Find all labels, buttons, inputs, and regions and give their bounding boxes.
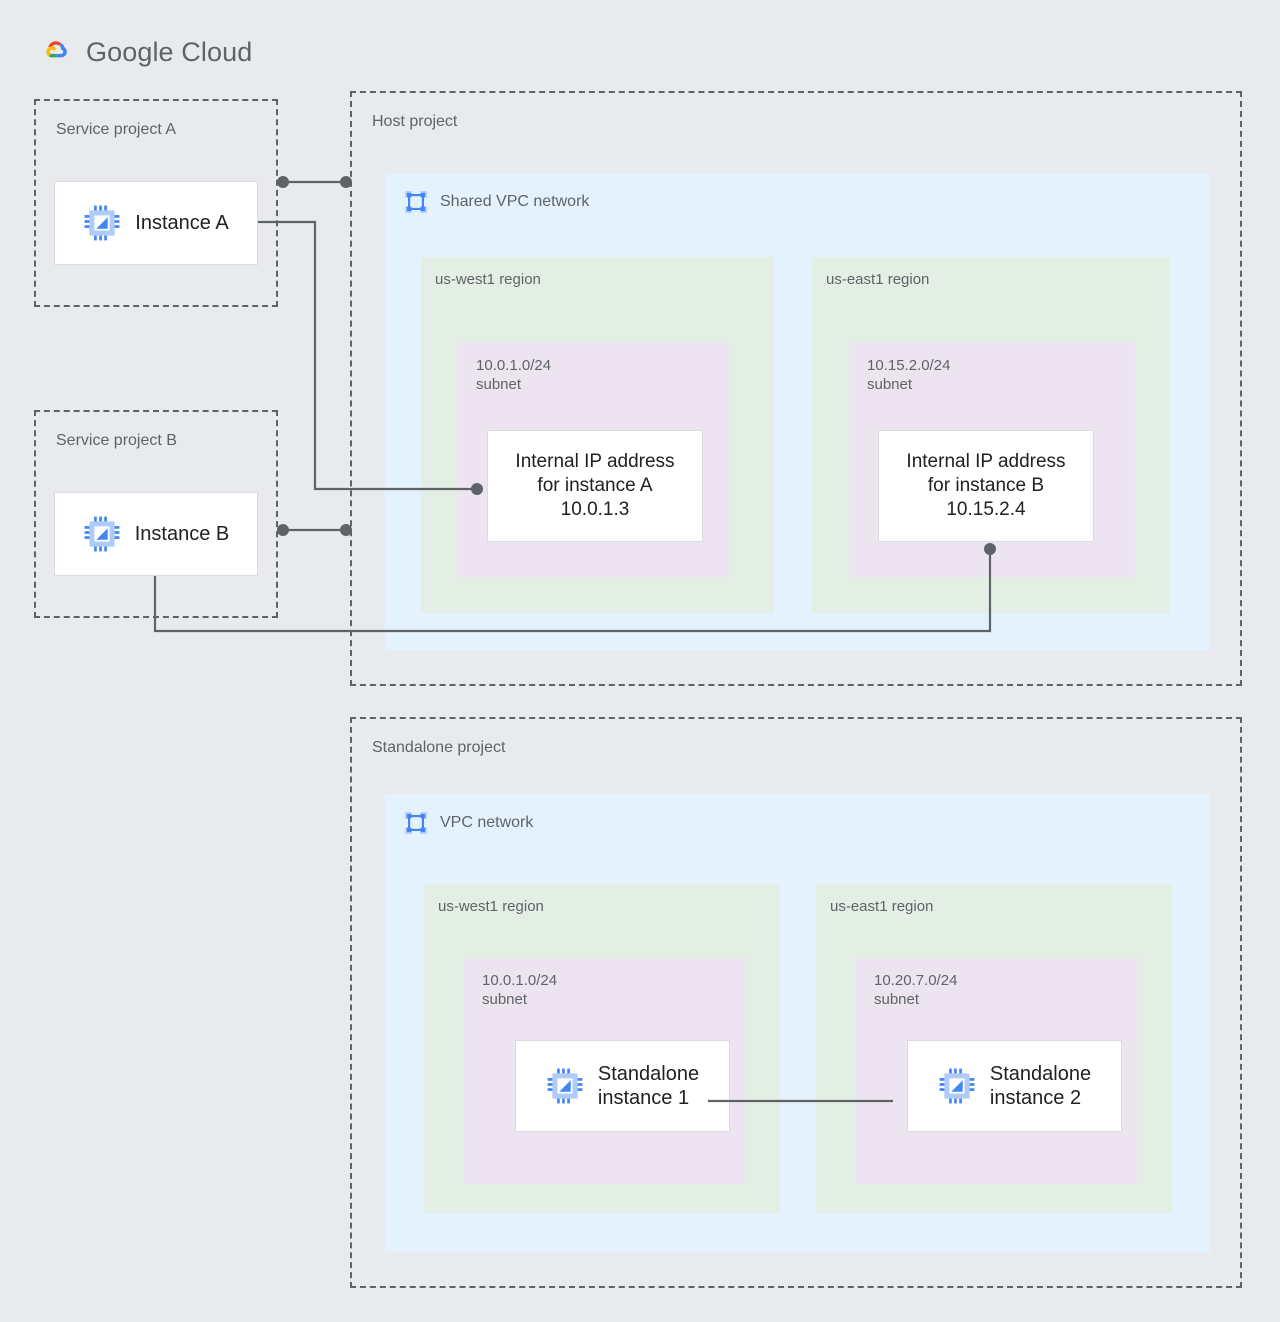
internal-ip-instance-b-card: Internal IP address for instance B 10.15… — [878, 430, 1094, 542]
standalone-region-us-west1-label: us-west1 region — [438, 898, 544, 915]
google-cloud-logo-icon — [46, 41, 67, 58]
brand-logo: Google Cloud — [34, 32, 252, 72]
standalone-vpc-network-label: VPC network — [440, 814, 534, 831]
host-region-us-east1: us-east1 region 10.15.2.0/24 subnet Inte… — [812, 257, 1170, 613]
standalone-instance-1-label: Standalone instance 1 — [597, 1062, 700, 1109]
host-project-label: Host project — [372, 113, 458, 130]
host-region-us-east1-label: us-east1 region — [826, 271, 930, 288]
service-project-a-label: Service project A — [56, 121, 177, 138]
standalone-instance-2-label: Standalone instance 2 — [989, 1062, 1092, 1109]
shared-vpc-network-label: Shared VPC network — [440, 193, 590, 210]
cpu-icon — [84, 205, 120, 241]
cpu-icon — [939, 1068, 975, 1104]
connector-dot — [277, 176, 289, 188]
vpc-network-icon — [405, 812, 427, 834]
instance-b-label: Instance B — [134, 522, 230, 545]
instance-a-card[interactable]: Instance A — [54, 181, 258, 265]
shared-vpc-network-header: Shared VPC network — [403, 189, 589, 215]
standalone-vpc-network: VPC network us-west1 region 10.0.1.0/24 … — [385, 794, 1210, 1252]
cpu-icon — [547, 1068, 583, 1104]
host-subnet-us-east1-label: 10.15.2.0/24 subnet — [867, 357, 951, 393]
host-subnet-us-west1: 10.0.1.0/24 subnet Internal IP address f… — [458, 343, 729, 577]
instance-b-card[interactable]: Instance B — [54, 492, 258, 576]
standalone-subnet-us-west1-label: 10.0.1.0/24 subnet — [482, 972, 558, 1008]
standalone-subnet-us-east1: 10.20.7.0/24 subnet — [856, 958, 1137, 1184]
host-region-us-west1-label: us-west1 region — [435, 271, 541, 288]
host-subnet-us-west1-label: 10.0.1.0/24 subnet — [476, 357, 552, 393]
internal-ip-instance-a-text: Internal IP address for instance A 10.0.… — [515, 450, 675, 521]
cpu-icon — [84, 516, 120, 552]
internal-ip-instance-b-text: Internal IP address for instance B 10.15… — [906, 450, 1066, 521]
standalone-region-us-west1: us-west1 region 10.0.1.0/24 subnet — [424, 884, 780, 1213]
service-project-b-label: Service project B — [56, 432, 177, 449]
standalone-subnet-us-west1: 10.0.1.0/24 subnet — [464, 958, 745, 1184]
instance-a-label: Instance A — [135, 211, 229, 234]
vpc-network-icon — [405, 191, 427, 213]
standalone-instance-2-card[interactable]: Standalone instance 2 — [907, 1040, 1122, 1132]
standalone-project-label: Standalone project — [372, 739, 506, 756]
host-region-us-west1: us-west1 region 10.0.1.0/24 subnet Inter… — [421, 257, 774, 613]
shared-vpc-network: Shared VPC network us-west1 region 10.0.… — [385, 173, 1210, 651]
standalone-region-us-east1: us-east1 region 10.20.7.0/24 subnet — [816, 884, 1172, 1213]
standalone-project: Standalone project — [350, 717, 1242, 1288]
brand-name: Google Cloud — [86, 36, 253, 67]
host-subnet-us-east1: 10.15.2.0/24 subnet Internal IP address … — [849, 343, 1135, 577]
internal-ip-instance-a-card: Internal IP address for instance A 10.0.… — [487, 430, 703, 542]
service-project-a: Service project A — [34, 99, 278, 307]
standalone-vpc-network-header: VPC network — [403, 810, 533, 836]
standalone-subnet-us-east1-label: 10.20.7.0/24 subnet — [874, 972, 958, 1008]
connector-dot — [277, 524, 289, 536]
standalone-region-us-east1-label: us-east1 region — [830, 898, 934, 915]
standalone-instance-1-card[interactable]: Standalone instance 1 — [515, 1040, 730, 1132]
